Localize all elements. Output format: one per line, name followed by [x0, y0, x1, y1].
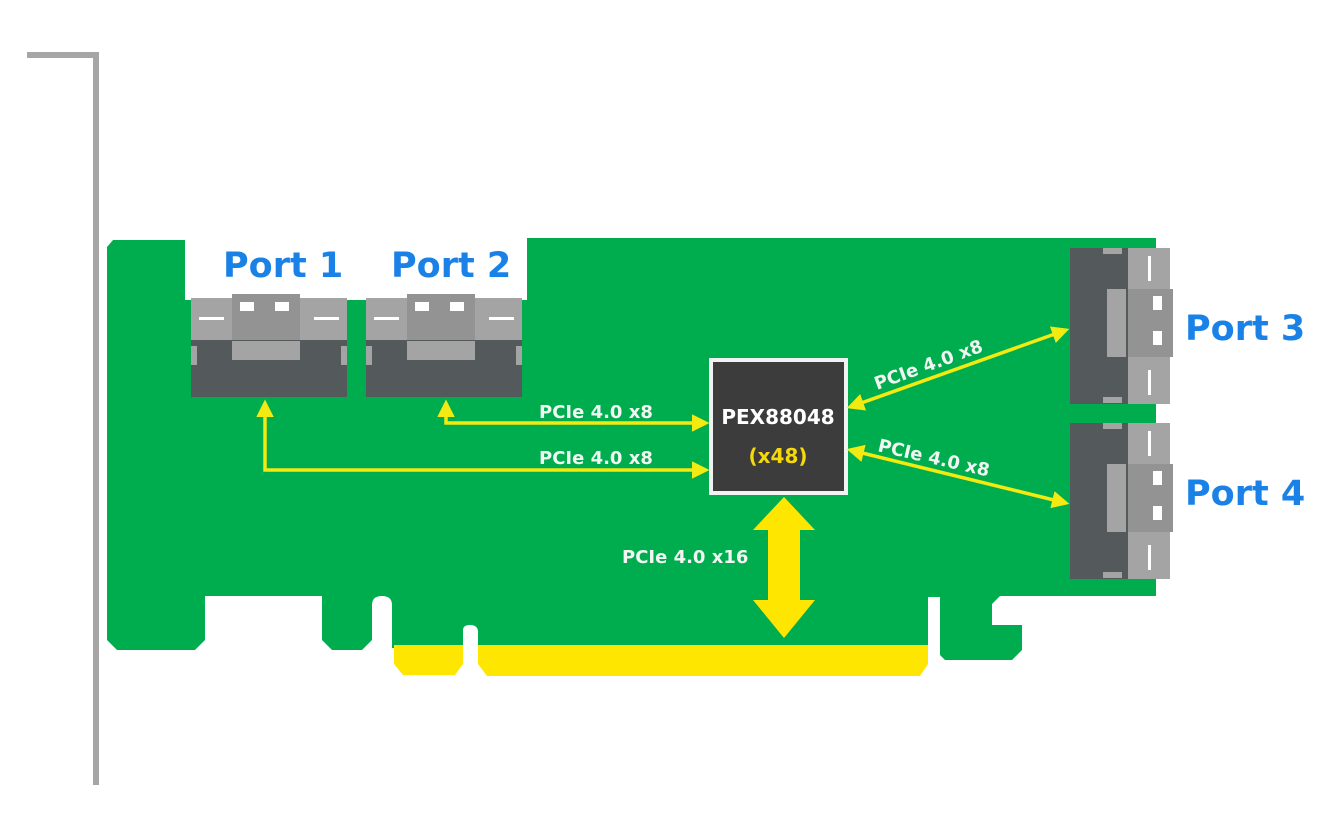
- port-4-connector: [1070, 423, 1173, 579]
- mounting-bracket: [27, 52, 99, 785]
- port-2-connector: [366, 294, 522, 397]
- gold-fingers-short: [394, 645, 463, 675]
- port-4-link-arrow: [846, 444, 1070, 509]
- host-link-arrow: [753, 497, 815, 638]
- port-4-label: Port 4: [1185, 474, 1305, 514]
- chip-name: PEX88048: [721, 405, 834, 429]
- port-1-label: Port 1: [223, 246, 343, 286]
- port-1-connector: [191, 294, 347, 397]
- port-2-label: Port 2: [391, 246, 511, 286]
- gold-fingers-long: [478, 645, 928, 676]
- port-2-link-arrow: [437, 399, 710, 432]
- switch-chip: PEX88048 (x48): [709, 358, 848, 495]
- port-1-link-label: PCIe 4.0 x8: [539, 448, 653, 469]
- port-3-link-arrow: [846, 326, 1070, 411]
- port-3-label: Port 3: [1185, 309, 1305, 349]
- port-3-connector: [1070, 248, 1173, 404]
- port-2-link-label: PCIe 4.0 x8: [539, 402, 653, 423]
- chip-lanes: (x48): [748, 444, 807, 468]
- host-link-label: PCIe 4.0 x16: [622, 547, 748, 568]
- port-1-link-arrow: [256, 399, 710, 479]
